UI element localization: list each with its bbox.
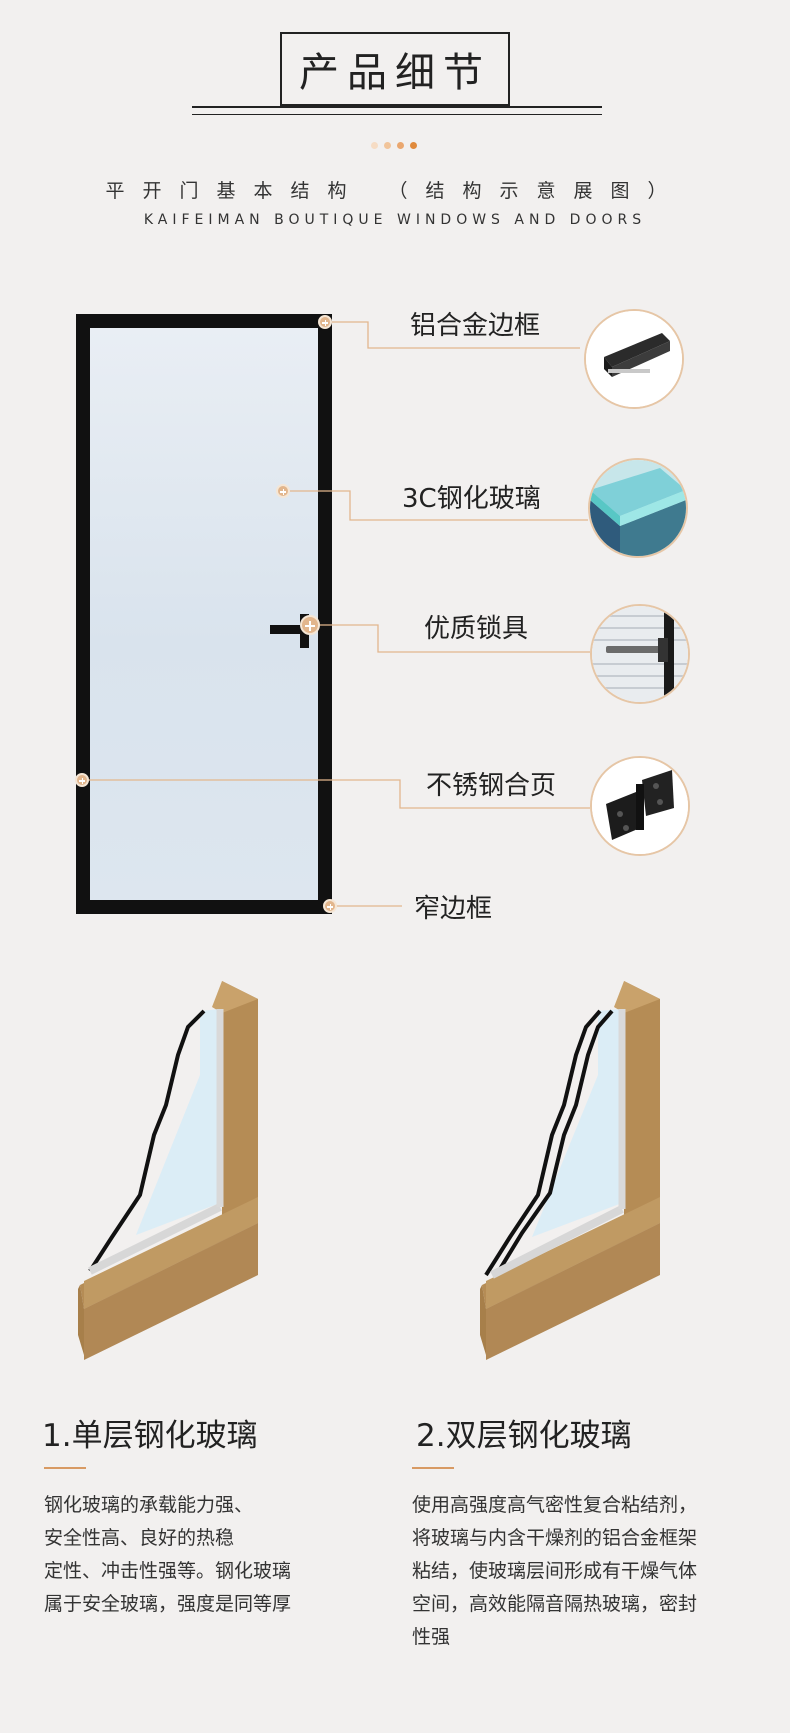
callout-lines bbox=[82, 321, 590, 907]
subtitle-chinese: 平开门基本结构 （结构示意展图） bbox=[105, 180, 685, 202]
decor-dot bbox=[384, 142, 391, 149]
label-aluminum-frame: 铝合金边框 bbox=[410, 311, 541, 341]
description-line: 粘结，使玻璃层间形成有干燥气体 bbox=[412, 1560, 698, 1582]
single-glazing-description: 钢化玻璃的承载能力强、 安全性高、良好的热稳 定性、冲击性强等。钢化玻璃 属于安… bbox=[44, 1489, 364, 1621]
label-hinge: 不锈钢合页 bbox=[426, 771, 557, 801]
title-accent-rule bbox=[44, 1467, 86, 1469]
double-glazing-description: 使用高强度高气密性复合粘结剂， 将玻璃与内含干燥剂的铝合金框架 粘结，使玻璃层间… bbox=[412, 1489, 772, 1654]
description-line: 钢化玻璃的承载能力强、 bbox=[44, 1494, 254, 1516]
subtitle-english: KAIFEIMAN BOUTIQUE WINDOWS AND DOORS bbox=[143, 212, 647, 228]
double-glazing-title: 2.双层钢化玻璃 bbox=[416, 1418, 632, 1454]
double-glazing-profile bbox=[480, 981, 660, 1360]
description-line: 安全性高、良好的热稳 bbox=[44, 1527, 235, 1549]
description-line: 使用高强度高气密性复合粘结剂， bbox=[412, 1494, 698, 1516]
single-glazing-profile bbox=[78, 981, 258, 1360]
description-line: 性强 bbox=[412, 1626, 451, 1648]
door-handle bbox=[270, 625, 312, 634]
description-line: 定性、冲击性强等。钢化玻璃 bbox=[44, 1560, 292, 1582]
callout-marker bbox=[276, 484, 290, 498]
decor-dot bbox=[371, 142, 378, 149]
lock-handle-icon bbox=[590, 604, 690, 704]
door-glass-panel bbox=[90, 328, 318, 900]
description-line: 将玻璃与内含干燥剂的铝合金框架 bbox=[412, 1527, 698, 1549]
label-narrow-frame: 窄边框 bbox=[414, 894, 493, 924]
tempered-glass-icon bbox=[588, 458, 688, 558]
single-glazing-title: 1.单层钢化玻璃 bbox=[42, 1418, 258, 1454]
title-underline-thin bbox=[192, 114, 602, 115]
decor-dot bbox=[410, 142, 417, 149]
callout-marker bbox=[300, 615, 320, 635]
callout-marker bbox=[323, 899, 337, 913]
label-tempered-glass: 3C钢化玻璃 bbox=[402, 484, 541, 514]
decor-dot bbox=[397, 142, 404, 149]
label-lock: 优质锁具 bbox=[424, 614, 529, 644]
page-title: 产品细节 bbox=[280, 32, 510, 106]
hinge-icon bbox=[590, 756, 690, 856]
callout-marker bbox=[75, 773, 89, 787]
description-line: 属于安全玻璃，强度是同等厚 bbox=[44, 1593, 292, 1615]
description-line: 空间，高效能隔音隔热玻璃，密封 bbox=[412, 1593, 698, 1615]
callout-marker bbox=[318, 315, 332, 329]
title-accent-rule bbox=[412, 1467, 454, 1469]
aluminum-profile-icon bbox=[584, 309, 684, 409]
title-underline bbox=[192, 106, 602, 108]
